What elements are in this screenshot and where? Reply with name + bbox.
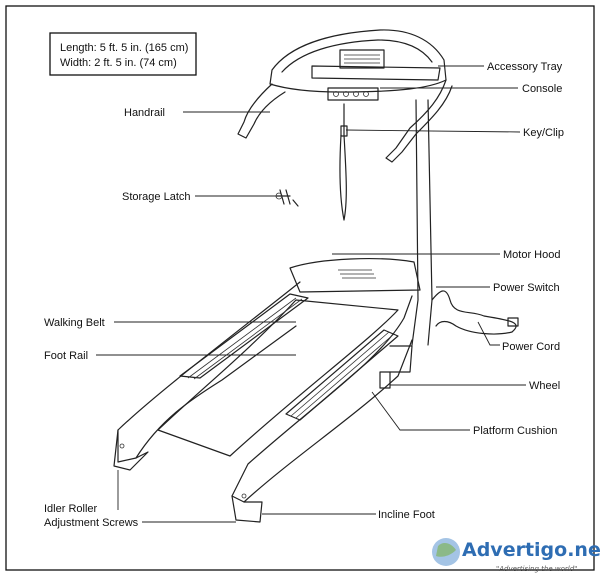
display-grid bbox=[339, 49, 385, 69]
treadmill-illustration bbox=[113, 29, 519, 523]
console-panel bbox=[327, 87, 379, 101]
label-motor-hood: Motor Hood bbox=[503, 249, 560, 261]
label-power-switch: Power Switch bbox=[493, 282, 560, 294]
idler-screw-left bbox=[119, 443, 125, 449]
part-labels: Accessory Tray Console Handrail Key/Clip… bbox=[44, 61, 564, 529]
label-power-cord: Power Cord bbox=[502, 341, 560, 353]
upright-post bbox=[411, 99, 433, 346]
foot-rail-left bbox=[179, 293, 309, 379]
width-spec: Width: 2 ft. 5 in. (74 cm) bbox=[60, 57, 177, 69]
wheel bbox=[379, 371, 391, 389]
dimensions-box: Length: 5 ft. 5 in. (165 cm) Width: 2 ft… bbox=[49, 32, 197, 76]
label-storage-latch: Storage Latch bbox=[122, 191, 191, 203]
label-wheel: Wheel bbox=[529, 380, 560, 392]
leader-power-cord bbox=[477, 321, 500, 346]
label-accessory-tray: Accessory Tray bbox=[487, 61, 563, 73]
motor-hood bbox=[289, 258, 421, 293]
length-spec: Length: 5 ft. 5 in. (165 cm) bbox=[60, 42, 188, 54]
label-walking-belt: Walking Belt bbox=[44, 317, 105, 329]
rear-right-end bbox=[231, 495, 263, 523]
foot-rail-right bbox=[285, 329, 399, 421]
key-clip-cord bbox=[339, 103, 347, 221]
dimensions-border bbox=[49, 32, 197, 76]
idler-screw-right bbox=[241, 493, 247, 499]
power-plug bbox=[507, 317, 519, 327]
leader-lines bbox=[96, 65, 526, 523]
label-adjustment-screws: Adjustment Screws bbox=[44, 517, 139, 529]
label-handrail: Handrail bbox=[124, 107, 165, 119]
leader-key-clip bbox=[345, 129, 521, 133]
label-key-clip: Key/Clip bbox=[523, 127, 564, 139]
storage-latch bbox=[275, 189, 299, 207]
watermark-text: Advertigo.net bbox=[462, 539, 600, 561]
label-platform-cushion: Platform Cushion bbox=[473, 425, 557, 437]
watermark: Advertigo.net "Advertising the world" bbox=[432, 538, 600, 573]
diagram-frame bbox=[5, 5, 595, 571]
label-foot-rail: Foot Rail bbox=[44, 350, 88, 362]
label-idler-roller: Idler Roller bbox=[44, 503, 98, 515]
wheel-bracket bbox=[389, 345, 413, 373]
console-housing bbox=[269, 29, 447, 101]
handrails bbox=[237, 79, 453, 163]
watermark-tagline: "Advertising the world" bbox=[496, 565, 577, 573]
power-cord bbox=[431, 290, 517, 335]
key-clip bbox=[340, 125, 348, 137]
rear-left-end bbox=[113, 429, 149, 471]
deck-right-rail bbox=[231, 295, 413, 503]
label-console: Console bbox=[522, 83, 562, 95]
leader-platform-cushion bbox=[371, 391, 470, 431]
accessory-tray bbox=[311, 65, 441, 81]
walking-belt bbox=[157, 299, 399, 457]
label-incline-foot: Incline Foot bbox=[378, 509, 435, 521]
